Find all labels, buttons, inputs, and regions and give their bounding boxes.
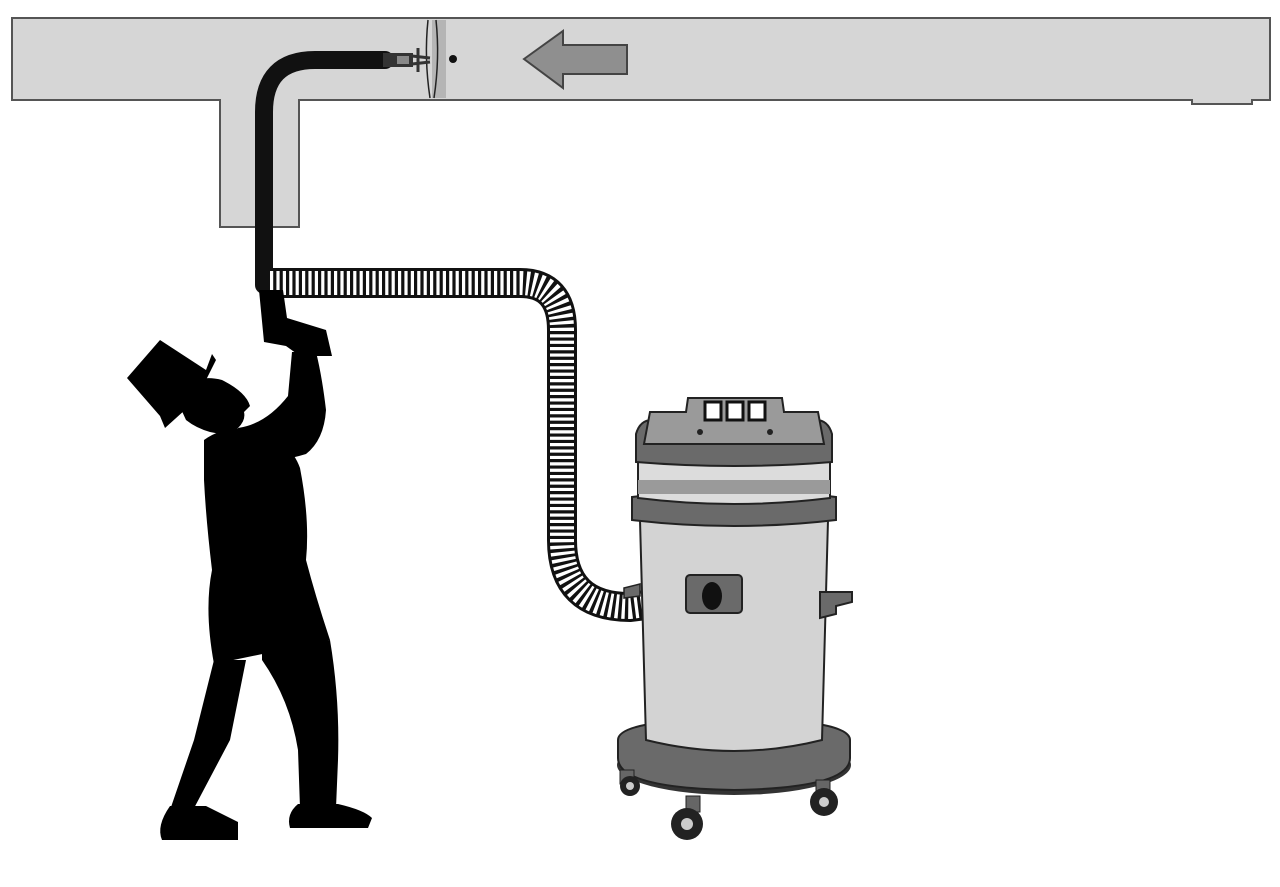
switch-3 (747, 400, 767, 422)
vacuum-tank (638, 519, 830, 752)
vacuum-machine (617, 397, 853, 840)
person-silhouette (127, 290, 372, 840)
right-shoe (289, 804, 372, 828)
switch-1 (703, 400, 723, 422)
duct-body (11, 17, 1271, 228)
flow-arrow-icon (522, 29, 628, 90)
vacuum-switches (697, 400, 773, 435)
rigid-hose (255, 48, 431, 294)
coat (204, 428, 330, 664)
access-port-dot (449, 55, 457, 63)
side-latch (819, 591, 853, 620)
head (176, 378, 250, 434)
air-duct (11, 17, 1271, 228)
duct-joint (432, 20, 446, 98)
top-hat (127, 340, 216, 428)
vacuum-stripe (638, 480, 830, 494)
flexible-hose (270, 268, 720, 622)
left-shoe (160, 806, 238, 840)
switch-2 (725, 400, 745, 422)
hose-inlet-cuff (702, 582, 722, 610)
sweep-tool (259, 290, 332, 356)
legs (170, 640, 339, 812)
caster-wheels (619, 769, 838, 840)
